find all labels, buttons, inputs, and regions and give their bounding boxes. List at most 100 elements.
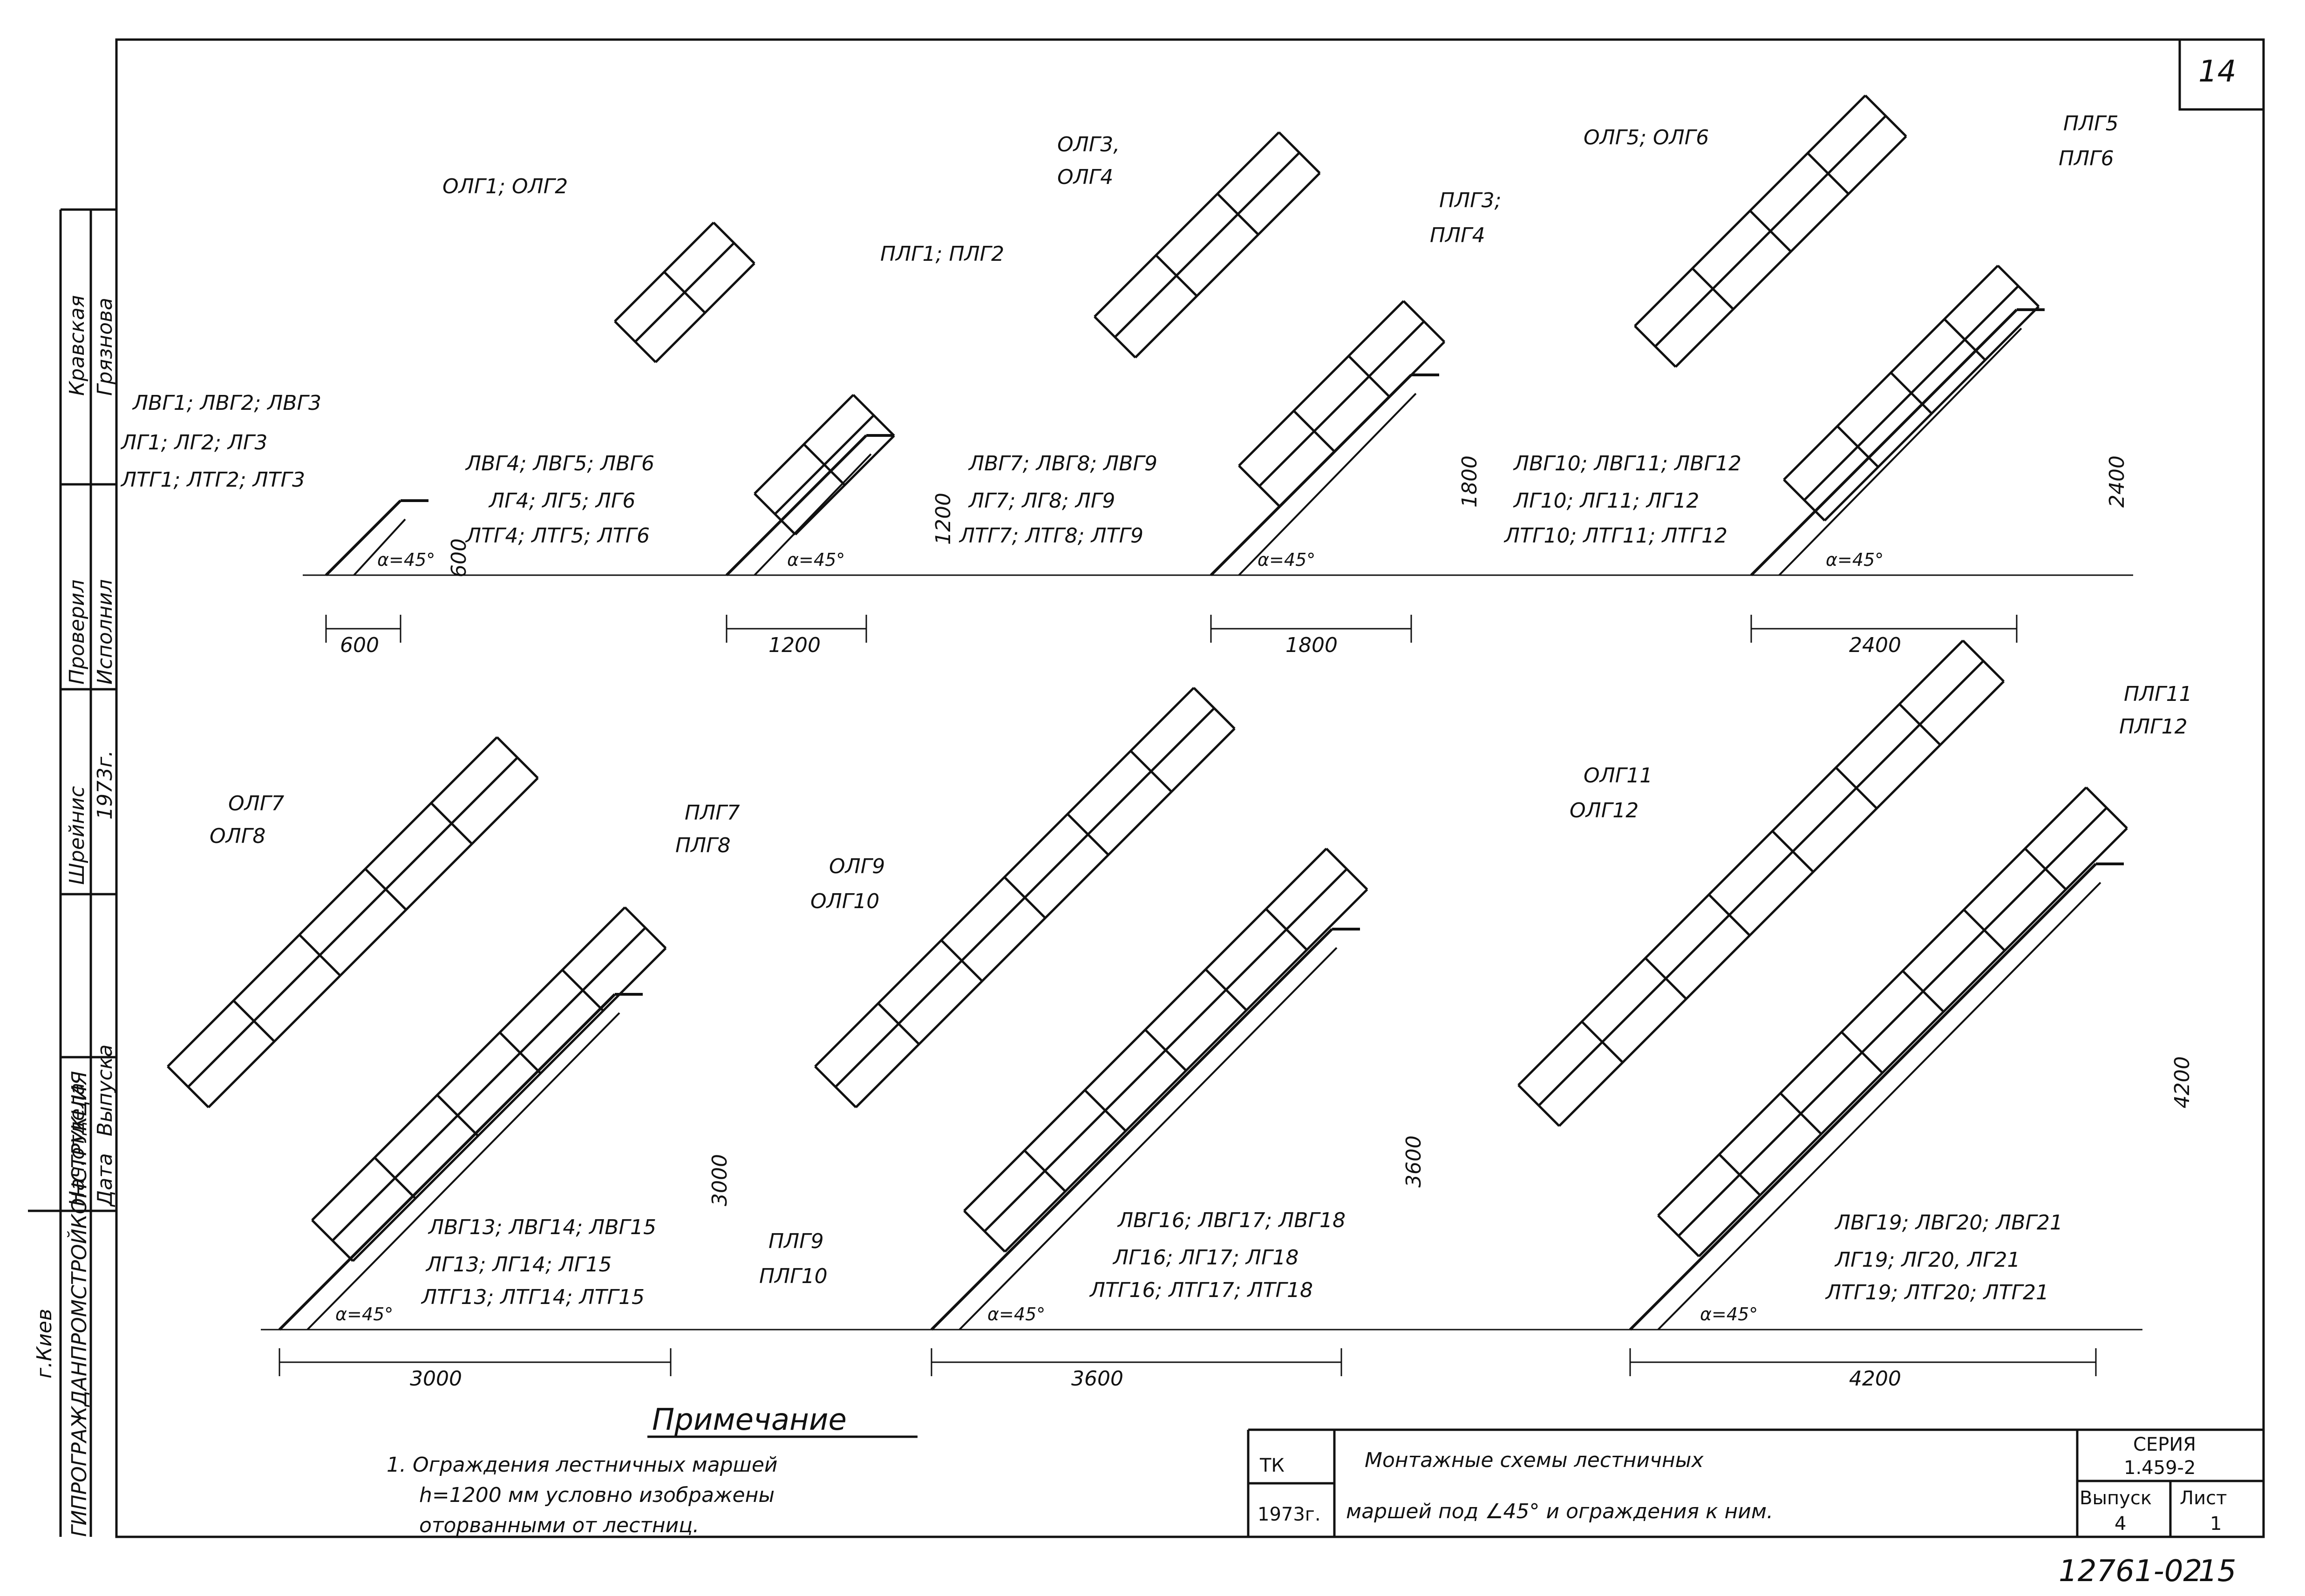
angle-label: α=45° <box>1700 1304 1758 1324</box>
railing-plg7-post <box>374 1156 416 1200</box>
railing-plg11-post <box>1841 1031 1883 1074</box>
railing-plg7-post <box>561 969 604 1012</box>
label-olg: ОЛГ5; ОЛГ6 <box>1584 126 1709 149</box>
railing-plg11-post <box>1718 1153 1761 1196</box>
dim-length: 3600 <box>1071 1367 1123 1391</box>
railing-plg3-rail <box>1258 320 1425 487</box>
issue-value: 4 <box>2115 1513 2126 1535</box>
dim-length: 600 <box>340 633 379 657</box>
railing-olg7-post <box>496 736 539 779</box>
label-plg-a: ПЛГ3; <box>1439 189 1502 212</box>
railing-olg9-post <box>877 1002 920 1045</box>
sheet-value: 1 <box>2210 1513 2222 1535</box>
railing-olg11-post <box>1708 894 1751 937</box>
stair-1200-stringer <box>725 434 868 577</box>
railing-olg7-post <box>430 802 473 845</box>
railing-olg9-post <box>940 939 983 982</box>
label-ltg: ЛТГ4; ЛТГ5; ЛТГ6 <box>465 524 650 548</box>
railing-olg3-post <box>1094 316 1136 359</box>
series-value: 1.459-2 <box>2124 1457 2196 1479</box>
railing-olg5-post <box>1691 267 1734 310</box>
label-lvg: ЛВГ7; ЛВГ8; ЛВГ9 <box>968 452 1157 475</box>
label-plg: ПЛГ1; ПЛГ2 <box>880 242 1004 266</box>
dim-length: 1200 <box>768 633 821 657</box>
page-number: 14 <box>2198 54 2236 89</box>
railing-plg9-post <box>963 1210 1006 1253</box>
railing-olg3-rail <box>1114 152 1300 338</box>
title-block <box>1247 1428 2264 1537</box>
stamp-role-shreynis: Шрейнис <box>65 786 89 885</box>
stair-1800-stringer <box>1238 393 1417 576</box>
railing-olg9-post <box>1067 813 1109 856</box>
label-lvg: ЛВГ16; ЛВГ17; ЛВГ18 <box>1117 1209 1346 1232</box>
railing-olg7-rail <box>207 777 539 1108</box>
issue-label: Выпуск <box>2080 1487 2152 1509</box>
railing-olg9-post <box>814 1066 857 1108</box>
label-olg-a: ОЛГ9 <box>829 855 885 878</box>
stamp-date-label: Дата <box>93 1153 117 1207</box>
label-lg: ЛГ4; ЛГ5; ЛГ6 <box>488 489 635 513</box>
stair-2400-stringer <box>1750 308 2018 577</box>
label-plg-b: ПЛГ6 <box>2059 147 2114 170</box>
railing-plg3-post <box>1293 410 1336 453</box>
railing-plg11-rail <box>1678 807 2108 1237</box>
dim-length: 3000 <box>410 1367 462 1391</box>
label-plg-a: ПЛГ7 <box>685 801 740 825</box>
dim-height: 1800 <box>1458 455 1482 508</box>
railing-olg5-post <box>1864 95 1907 137</box>
side-stamp <box>28 208 116 1537</box>
label-olg-b: ОЛГ10 <box>810 890 879 913</box>
railing-plg11-post <box>1779 1092 1822 1135</box>
stamp-role-checked: Проверил <box>65 579 89 685</box>
stair-3600-stringer <box>930 928 1333 1331</box>
label-ltg: ЛТГ13; ЛТГ14; ЛТГ15 <box>421 1285 645 1309</box>
railing-olg11-rail <box>1517 639 1964 1086</box>
stair-4200-stringer <box>1657 882 2101 1331</box>
railing-olg11-rail <box>1538 660 1985 1107</box>
railing-olg11-post <box>1771 830 1814 873</box>
stamp-role-head: Нач.отдела <box>65 1083 89 1206</box>
railing-plg3-post <box>1347 355 1391 398</box>
railing-plg7-rail <box>311 906 626 1221</box>
railing-plg7-post <box>436 1094 479 1137</box>
angle-label: α=45° <box>1258 550 1315 570</box>
railing-plg7-post <box>499 1032 542 1074</box>
stair-1200-stringer <box>754 453 872 576</box>
railing-olg1-post <box>614 320 657 363</box>
railing-olg3-post <box>1278 131 1321 174</box>
railing-olg9-post <box>1129 750 1173 793</box>
sheet-label: Лист <box>2180 1487 2227 1509</box>
dim-length: 4200 <box>1849 1367 1901 1391</box>
railing-olg3-rail <box>1134 172 1321 359</box>
label-olg-a: ОЛГ11 <box>1584 764 1652 788</box>
railing-olg11-post <box>1517 1084 1560 1127</box>
label-plg-a: ПЛГ11 <box>2124 682 2192 706</box>
railing-olg7-rail <box>167 736 498 1067</box>
label-lvg: ЛВГ1; ЛВГ2; ЛВГ3 <box>132 391 321 415</box>
label-plg-a: ПЛГ9 <box>768 1229 824 1253</box>
angle-label: α=45° <box>1826 550 1883 570</box>
page-number-box <box>2178 38 2265 111</box>
railing-plg7-rail <box>352 947 667 1262</box>
label-ltg: ЛТГ10; ЛТГ11; ЛТГ12 <box>1503 524 1727 548</box>
sheet-title-line-2: маршей под ∠45° и ограждения к ним. <box>1346 1500 1773 1523</box>
note-line-1: 1. Ограждения лестничных маршей <box>387 1453 777 1477</box>
stamp-city: г.Киев <box>33 1309 56 1379</box>
railing-plg9-post <box>1265 908 1308 951</box>
railing-olg9-post <box>1193 687 1236 730</box>
railing-plg9-post <box>1023 1149 1067 1192</box>
document-number-suffix: 15 <box>2198 1554 2236 1589</box>
railing-plg1-post <box>803 443 846 486</box>
railing-plg3-post <box>1238 465 1281 508</box>
railing-olg7-post <box>364 868 407 911</box>
railing-plg7-post <box>311 1219 354 1262</box>
document-number: 12761-02 <box>2059 1554 2202 1589</box>
railing-olg3-rail <box>1094 131 1280 318</box>
note-title: Примечание <box>652 1403 847 1437</box>
label-lg: ЛГ7; ЛГ8; ЛГ9 <box>968 489 1115 513</box>
railing-olg11-post <box>1581 1020 1624 1064</box>
railing-olg3-post <box>1155 254 1198 297</box>
railing-plg9-post <box>1144 1029 1187 1072</box>
